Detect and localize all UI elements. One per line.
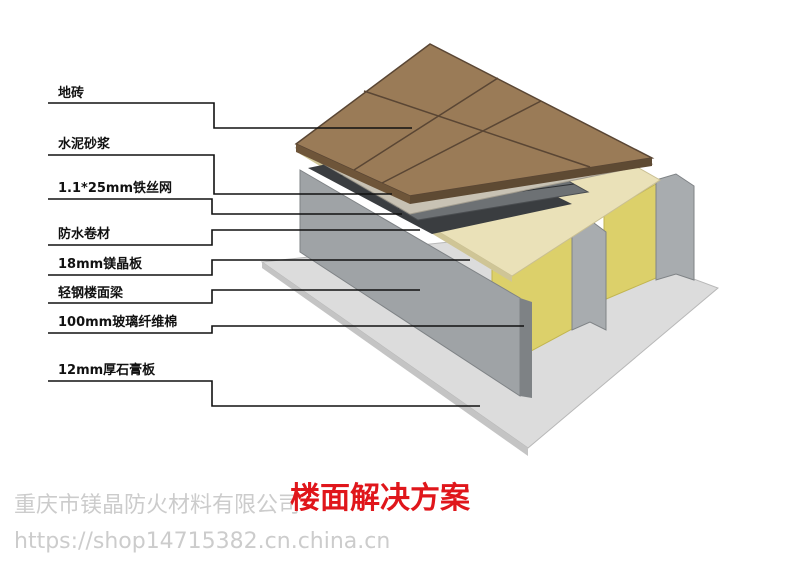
leader-line-glass-wool: [48, 325, 524, 334]
layer-label-membrane: 防水卷材: [58, 226, 110, 242]
leader-line-wire-mesh: [48, 198, 402, 215]
tile-grout-2: [381, 100, 542, 184]
layer-label-wire-mesh: 1.1*25mm铁丝网: [58, 180, 172, 196]
leader-line-tiles: [48, 102, 412, 129]
leader-line-mortar: [48, 154, 392, 195]
floor-tiles-edge: [296, 144, 410, 204]
watermark-url: https://shop14715382.cn.china.cn: [14, 529, 390, 554]
steel-joist-middle: [571, 219, 607, 331]
steel-joist-front: [520, 298, 532, 398]
layer-label-mortar: 水泥砂浆: [58, 136, 111, 152]
diagram-title: 楼面解决方案: [290, 481, 471, 516]
layer-label-steel-joist: 轻钢楼面梁: [58, 285, 124, 301]
layer-label-tiles: 地砖: [58, 85, 84, 101]
tile-grout-1: [353, 77, 499, 171]
gypsum-board-edge: [262, 262, 528, 456]
leader-line-membrane: [48, 229, 420, 246]
layer-label-gypsum: 12mm厚石膏板: [58, 362, 156, 378]
leader-line-magnesium-board: [48, 259, 470, 276]
watermark-company: 重庆市镁晶防火材料有限公司: [14, 493, 300, 518]
steel-joist-right: [655, 173, 695, 281]
leader-line-gypsum: [48, 380, 480, 407]
floor-tiles-edge-right: [410, 158, 652, 204]
leader-line-steel-joist: [48, 289, 420, 304]
tile-grout-6: [363, 90, 591, 168]
layer-label-magnesium-board: 18mm镁晶板: [58, 256, 143, 272]
layer-label-glass-wool: 100mm玻璃纤维棉: [58, 314, 177, 330]
